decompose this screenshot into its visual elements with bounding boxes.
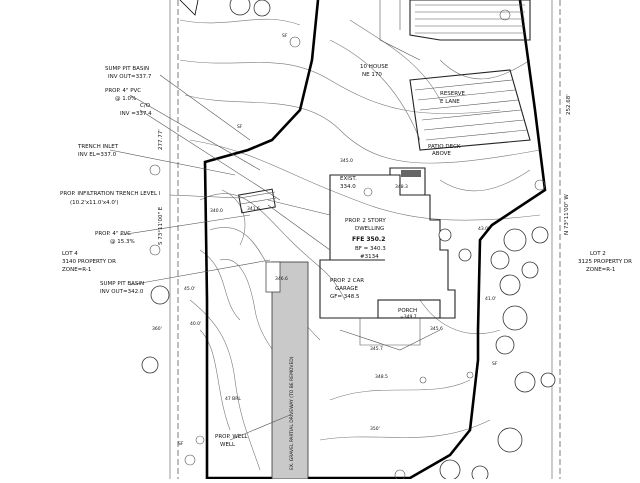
sf-marker-left: SF [237,124,243,130]
pvc-top-slope: @ 1.0% [115,96,136,102]
north-arrow-icon [179,0,199,16]
exist-label: EXIST. [340,176,357,182]
reserve-label: RESERVE [440,91,466,97]
infiltration-dims: (10.2'x11.0'x4.0') [70,200,119,206]
pvc-mid-label: PROP. 4" PVC [95,231,131,237]
survey-markers [149,9,546,481]
dwelling-footprint [319,174,456,319]
trench-inlet-label: TRENCH INLET [77,144,119,150]
existing-gravel-driveway [271,261,309,480]
garage-sub: GARAGE [335,286,359,292]
sf-marker-bottom: SF [178,441,184,447]
sf-marker-top: SF [282,33,288,39]
offset-40: 40.0' [190,321,201,327]
sump-pit-label: SUMP PIT BASIN [105,66,149,72]
contour-lines [179,18,541,471]
patio-sub: ABOVE [432,151,451,157]
spot-360: 360' [152,326,162,332]
sump-pit-inv: INV OUT=337.7 [108,74,152,80]
dwelling-ffe: FFE 350.2 [352,236,385,243]
walk-path [339,329,441,351]
well-sub: WELL [220,442,236,448]
grade-spot-8: 345.7 [370,346,383,352]
well-label: PROP. WELL [215,434,248,440]
dwelling-title: PROP. 2 STORY [345,218,386,224]
lot2-address: 3125 PROPERTY DR [578,259,632,265]
porch-outline [377,299,441,319]
dwelling-sub: DWELLING [355,226,384,232]
lot4-address: 3140 PROPERTY DR [62,259,116,265]
offset-45: 45.0' [184,286,195,292]
dwelling-id: #3134 [360,254,379,260]
lot2-zone: ZONE=R-1 [586,267,615,273]
right-bearing: N 73°11'00" W [564,194,570,235]
house-ref-sub: NE 170 [362,72,382,78]
patio-deck-marker [401,170,421,177]
house-ref-label: 10 HOUSE [360,64,389,70]
sump-pit-mid-label: SUMP PIT BASIN [100,281,144,287]
lot4-label: LOT 4 [62,251,78,257]
co-label: C/O [140,103,151,109]
infiltration-label: PROP. INFILTRATION TRENCH LEVEL I [60,191,161,197]
grade-spot-3: 348.5 [375,374,388,380]
grade-spot-2: 346.6 [275,276,288,282]
lot2-label: LOT 2 [590,251,606,257]
offset-41: 41.0' [485,296,496,302]
grade-spot-7: 340.0 [210,208,223,214]
infiltration-trench [238,188,276,214]
sump-pit-mid-inv: INV OUT=342.0 [100,289,144,295]
pvc-pipe-run [267,199,331,216]
grade-spot-6: 341.6 [247,206,260,212]
co-inv: INV =337.4 [120,111,152,117]
exist-value: 334.0 [340,184,356,190]
driveway-label: EX. GRAVEL PARTIAL DRIVEWAY (TO BE REMOV… [289,356,295,470]
right-distance: 252.68' [566,94,572,115]
neighboring-structure [379,0,531,151]
trees [141,0,556,483]
lot4-zone: ZONE=R-1 [62,267,91,273]
driveway-apron [265,261,281,293]
grade-spot-5: 348.3 [395,184,408,190]
reserve-sub: E LANE [440,99,460,105]
offset-47: 47 BRL [225,396,241,402]
trench-inlet-inv: INV EL=337.0 [78,152,117,158]
front-walk [359,318,421,346]
porch-elev: =349.7 [400,314,417,320]
garage-gf: GF= 348.5 [330,294,360,300]
sf-marker-right: SF [492,361,498,367]
pvc-mid-slope: @ 15.3% [110,239,135,245]
patio-outline [389,167,426,195]
limit-of-disturbance [203,0,547,480]
garage-title: PROP. 2 CAR [330,278,364,284]
leader-lines [109,74,291,441]
grade-spot-4: 345.6 [430,326,443,332]
offset-43: 43.0' [478,226,489,232]
patio-label: PATIO DECK [428,144,461,150]
porch-label: PORCH [398,308,417,314]
spot-350: 350' [370,426,380,432]
left-bearing: S 73°11'00" E [158,206,164,245]
grade-spot-1: 345.0 [340,158,353,164]
pvc-top-label: PROP. 4" PVC [105,88,141,94]
dwelling-bf: BF = 340.3 [355,246,386,252]
left-distance: 277.77' [158,129,164,150]
